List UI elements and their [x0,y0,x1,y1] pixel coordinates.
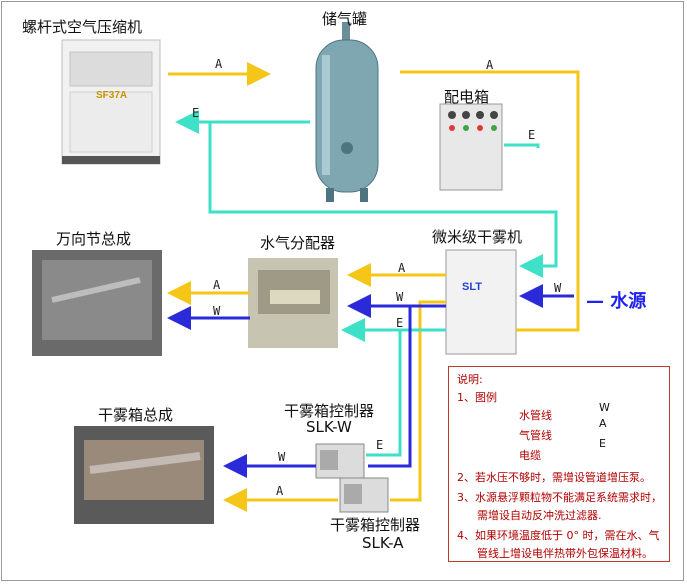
legend-note4a: 4、如果环境温度低于 0° 时，需在水、气 [457,529,660,542]
label-ctrl-w-code: SLK-W [306,418,352,436]
tag-e1: E [192,106,200,120]
label-panel: 配电箱 [444,88,490,106]
fogger-brand-text: SLT [462,281,482,293]
compressor-image: SF37A [61,39,161,165]
tag-e2: E [528,128,536,142]
water-line-fogger-ctrl [368,306,412,468]
air-line-fogger-ctrl [390,300,446,502]
tag-w4: W [278,450,286,464]
compressor-model-text: SF37A [96,90,127,101]
tank-image [315,22,379,202]
label-distributor: 水气分配器 [260,234,336,252]
elec-line-panel [504,143,540,148]
air-line-tank-fogger [400,70,580,332]
tag-e4: E [376,438,384,452]
label-ctrl-a: 干雾箱控制器 [330,516,421,534]
legend-note3a: 3、水源悬浮颗粒物不能满足系统需求时， [457,491,662,504]
tag-a5: A [276,484,284,498]
panel-image [439,103,503,191]
legend-elec-label: 电缆 [519,449,541,462]
legend-e-tag: E [599,437,606,450]
legend-a-tag: A [599,417,607,430]
legend-air-label: 气管线 [519,429,552,442]
label-fogger: 微米级干雾机 [432,228,523,246]
legend-box: 说明: 1、图例 水管线 W 气管线 A 电缆 E 2、若水压不够时，需增设管道… [448,366,670,562]
tag-a3: A [398,261,406,275]
fogger-image: SLT [445,249,517,355]
legend-w-tag: W [599,401,610,414]
label-tank: 储气罐 [322,10,368,28]
elec-line-fogger-ctrl [366,328,446,457]
label-joint: 万向节总成 [56,230,132,248]
legend-note3b: 需增设自动反冲洗过滤器. [477,509,602,522]
legend-note4b: 管线上增设电伴热带外包保温材料。 [477,547,653,560]
label-compressor: 螺杆式空气压缩机 [22,18,143,36]
legend-header: 说明: [457,373,483,386]
legend-note2: 2、若水压不够时，需增设管道增压泵。 [457,471,651,484]
tag-w3: W [554,281,562,295]
legend-water-label: 水管线 [519,409,552,422]
label-water-source: — 水源 [586,291,647,312]
tag-a4: A [213,278,221,292]
label-ctrl-w: 干雾箱控制器 [284,402,375,420]
tag-a1: A [215,57,223,71]
controller-w-image [315,443,365,479]
distributor-image [248,258,338,348]
elec-line-to-fogger [208,122,558,278]
tag-w2: W [213,304,221,318]
fogbox-image [74,426,214,524]
tag-e3: E [396,316,404,330]
controller-a-image [339,477,389,513]
legend-item1: 1、图例 [457,391,497,404]
label-fogbox: 干雾箱总成 [98,406,174,424]
label-ctrl-a-code: SLK-A [362,534,404,552]
tag-w1: W [396,290,404,304]
tag-a2: A [486,58,494,72]
joint-image [32,250,162,356]
